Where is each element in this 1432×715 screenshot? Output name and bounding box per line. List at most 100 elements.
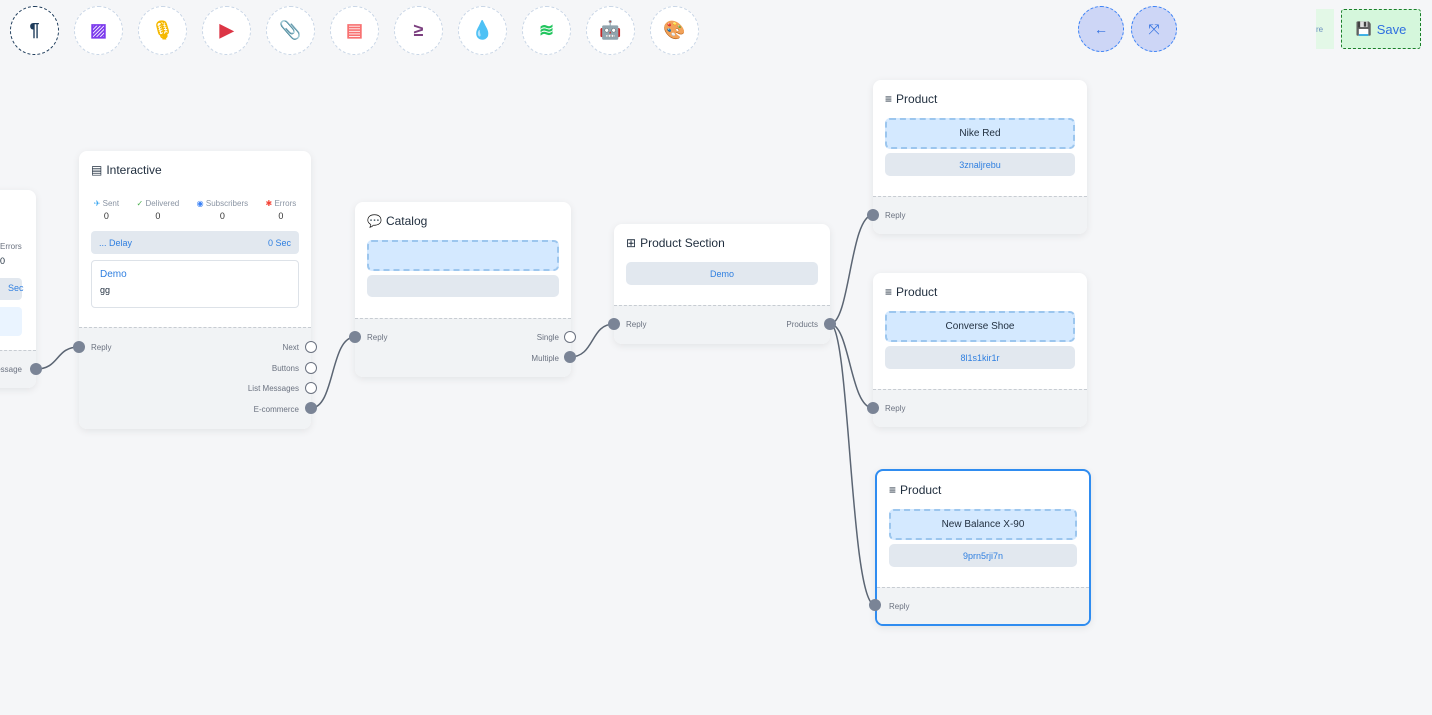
handle-next[interactable] — [305, 341, 317, 353]
handle-multiple[interactable] — [564, 351, 576, 363]
save-button[interactable]: 💾 Save — [1341, 9, 1421, 49]
handle-single[interactable] — [564, 331, 576, 343]
stat-label: Subscribers — [205, 199, 249, 208]
edge — [829, 323, 874, 409]
product-section-node[interactable]: ⊞Product Section Demo Reply Products — [614, 224, 830, 344]
ghost-button: re — [1316, 9, 1334, 49]
bars-icon: ≡ — [885, 92, 893, 106]
robot-icon: 🤖 — [599, 20, 622, 40]
delay-row[interactable]: ... Delay 0 Sec — [91, 231, 299, 254]
multiple-label: Multiple — [531, 354, 559, 363]
handle-ecommerce[interactable] — [305, 402, 317, 414]
next-label: Next — [282, 343, 299, 352]
image-icon: ▨ — [89, 20, 107, 40]
stat-icon: ✓ — [136, 199, 144, 208]
bars-icon: ≡ — [885, 285, 893, 299]
stat-label: Delivered — [145, 199, 180, 208]
tool-button[interactable]: 💧 — [458, 6, 507, 55]
edge — [829, 214, 874, 325]
product-id: 8l1s1kir1r — [885, 346, 1075, 369]
reply-label: Reply — [367, 333, 388, 342]
stat-icon: ✱ — [265, 199, 273, 208]
handle-out[interactable] — [30, 363, 42, 375]
product-name[interactable]: Nike Red — [885, 118, 1075, 149]
stat-value: 0 — [219, 211, 225, 221]
floppy-disk-icon: 💾 — [1355, 21, 1372, 36]
stat-label: Sent — [102, 199, 120, 208]
reply-label: Reply — [626, 320, 647, 329]
product-name[interactable]: New Balance X-90 — [889, 509, 1077, 540]
single-label: Single — [536, 333, 559, 342]
tool-button[interactable]: ▤ — [330, 6, 379, 55]
product-node[interactable]: ≡Product Nike Red 3znaljrebu Reply — [873, 80, 1087, 234]
catalog-node[interactable]: 💬Catalog Reply Single Multiple — [355, 202, 571, 377]
node-title: Interactive — [106, 163, 162, 177]
product-node[interactable]: ≡Product Converse Shoe 8l1s1kir1r Reply — [873, 273, 1087, 427]
delay-value: 0 Sec — [267, 237, 291, 248]
handle-in[interactable] — [349, 331, 361, 343]
tool-button[interactable]: ≥ — [394, 6, 443, 55]
handle-label: essage — [0, 365, 22, 374]
greater-equal-icon: ≥ — [413, 20, 424, 40]
tool-button[interactable]: 🎨 — [650, 6, 699, 55]
stat-icon: ✈ — [93, 199, 101, 208]
product-node[interactable]: ≡Product New Balance X-90 9prn5rji7n Rep… — [875, 469, 1091, 626]
stat-value: 0 — [278, 211, 284, 221]
paragraph-icon: ¶ — [29, 20, 40, 40]
section-item[interactable]: Demo — [626, 262, 818, 285]
reply-label: Reply — [885, 211, 906, 220]
partial-node[interactable]: Errors 0 Sec essage — [0, 190, 36, 388]
message-box — [0, 307, 22, 336]
tool-button[interactable]: ▨ — [74, 6, 123, 55]
fit-view-button[interactable]: ⤧ — [1131, 6, 1177, 52]
handle-in[interactable] — [867, 402, 879, 414]
edge — [829, 323, 876, 606]
stat-icon: ◉ — [196, 199, 204, 208]
handle-in[interactable] — [869, 599, 881, 611]
node-title: Product — [900, 483, 942, 497]
handle-in[interactable] — [867, 209, 879, 221]
tool-button[interactable]: ≋ — [522, 6, 571, 55]
stat-value: 0 — [155, 211, 161, 221]
node-title: Product — [896, 92, 938, 106]
newspaper-icon: ▤ — [345, 20, 363, 40]
ecommerce-label: E-commerce — [253, 405, 299, 414]
reply-label: Reply — [91, 343, 112, 352]
tool-button[interactable]: 🤖 — [586, 6, 635, 55]
handle-list-messages[interactable] — [305, 382, 317, 394]
tool-button[interactable]: 📎 — [266, 6, 315, 55]
tool-button[interactable]: 🎙 — [138, 6, 187, 55]
back-button[interactable]: ← — [1078, 6, 1124, 52]
product-name[interactable]: Converse Shoe — [885, 311, 1075, 342]
node-title: Product — [896, 285, 938, 299]
handle-in[interactable] — [608, 318, 620, 330]
tool-button[interactable]: ¶ — [10, 6, 59, 55]
node-title: Product Section — [640, 236, 725, 250]
delay-label: ... Delay — [99, 237, 133, 248]
errors-count: 0 — [0, 256, 6, 266]
table-icon: ⊞ — [626, 236, 637, 250]
edge — [310, 336, 356, 409]
tool-button[interactable]: ▶ — [202, 6, 251, 55]
product-id: 9prn5rji7n — [889, 544, 1077, 567]
paperclip-icon: 📎 — [279, 20, 302, 40]
reply-label: Reply — [885, 404, 906, 413]
palette-icon: 🎨 — [663, 20, 686, 40]
catalog-item[interactable] — [367, 240, 559, 271]
save-label: Save — [1376, 21, 1407, 37]
errors-label: Errors — [0, 242, 22, 251]
stat-subscribers: ◉ Subscribers 0 — [197, 199, 248, 221]
delay-chip: Sec — [0, 278, 24, 300]
handle-products[interactable] — [824, 318, 836, 330]
stack-icon: ≋ — [538, 20, 555, 40]
youtube-icon: ▶ — [219, 20, 234, 40]
catalog-subitem — [367, 275, 559, 297]
handle-buttons[interactable] — [305, 362, 317, 374]
list-messages-label: List Messages — [247, 384, 299, 393]
handle-in[interactable] — [73, 341, 85, 353]
stat-delivered: ✓ Delivered 0 — [137, 199, 180, 221]
